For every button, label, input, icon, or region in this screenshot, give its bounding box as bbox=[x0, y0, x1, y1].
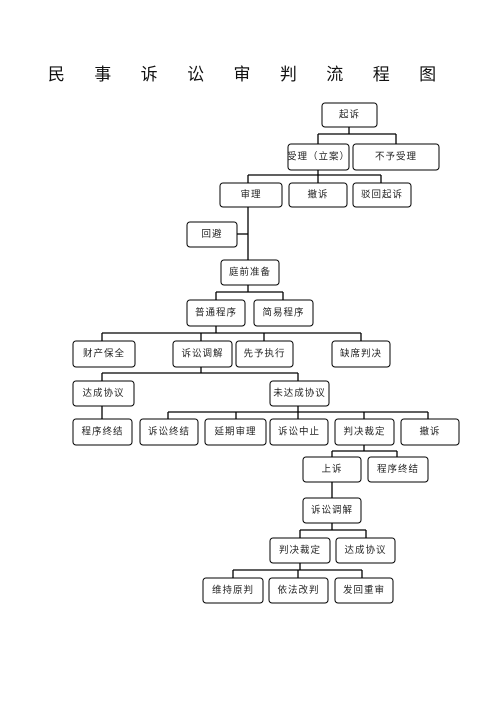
node-quexi: 缺席判决 bbox=[331, 340, 391, 368]
node-chesu-1-label: 撤诉 bbox=[307, 189, 328, 201]
node-tiaojie-2: 诉讼调解 bbox=[302, 497, 362, 524]
node-weichi-label: 维持原判 bbox=[212, 584, 254, 596]
page-title: 民 事 诉 讼 审 判 流 程 图 bbox=[47, 65, 449, 85]
node-bohuiqisu: 驳回起诉 bbox=[352, 182, 412, 208]
node-panjue-2: 判决裁定 bbox=[269, 537, 331, 564]
node-tiaojie-1-label: 诉讼调解 bbox=[181, 348, 223, 360]
node-dacheng-2: 达成协议 bbox=[335, 537, 396, 564]
node-shouli: 受理（立案） bbox=[287, 143, 350, 171]
node-zhongzhi-label: 诉讼中止 bbox=[278, 426, 320, 438]
node-panjue-1: 判决裁定 bbox=[334, 418, 395, 446]
node-chesu-2-label: 撤诉 bbox=[419, 426, 440, 438]
node-shenli: 审理 bbox=[219, 182, 283, 208]
node-yanqi-label: 延期审理 bbox=[214, 426, 256, 438]
node-xianyu-label: 先予执行 bbox=[243, 348, 285, 360]
node-qisu: 起诉 bbox=[321, 102, 378, 128]
node-zhongjie-2-label: 程序终结 bbox=[377, 463, 419, 475]
node-buyushouli-label: 不予受理 bbox=[375, 151, 417, 163]
node-yanqi: 延期审理 bbox=[204, 418, 267, 446]
node-yifa-label: 依法改判 bbox=[277, 584, 319, 596]
node-susongzhongjie: 诉讼终结 bbox=[139, 418, 199, 446]
node-tingqian: 庭前准备 bbox=[220, 259, 280, 286]
node-zhongzhi: 诉讼中止 bbox=[269, 418, 329, 446]
node-zhongjie-1-label: 程序终结 bbox=[81, 426, 123, 438]
node-fahui-label: 发回重审 bbox=[343, 584, 385, 596]
node-weichi: 维持原判 bbox=[202, 577, 264, 604]
node-tiaojie-2-label: 诉讼调解 bbox=[311, 504, 353, 516]
node-putong-label: 普通程序 bbox=[195, 307, 237, 319]
node-yifa: 依法改判 bbox=[268, 577, 329, 604]
node-jianyi-label: 简易程序 bbox=[262, 307, 304, 319]
node-weidacheng-label: 未达成协议 bbox=[273, 387, 326, 399]
node-chesu-2: 撤诉 bbox=[400, 418, 460, 446]
node-buyushouli: 不予受理 bbox=[352, 143, 440, 171]
node-weidacheng: 未达成协议 bbox=[269, 380, 330, 407]
node-dacheng-1: 达成协议 bbox=[72, 380, 135, 407]
node-xianyu: 先予执行 bbox=[235, 340, 294, 368]
connector-lines bbox=[101, 127, 429, 578]
node-dacheng-2-label: 达成协议 bbox=[344, 544, 386, 556]
node-caichan-label: 财产保全 bbox=[83, 348, 125, 360]
node-quexi-label: 缺席判决 bbox=[340, 348, 382, 360]
node-shouli-label: 受理（立案） bbox=[287, 151, 350, 163]
node-putong: 普通程序 bbox=[186, 299, 246, 327]
node-tingqian-label: 庭前准备 bbox=[229, 266, 271, 278]
node-qisu-label: 起诉 bbox=[339, 109, 360, 121]
node-zhongjie-1: 程序终结 bbox=[72, 418, 133, 446]
node-shangsu-label: 上诉 bbox=[321, 463, 342, 475]
node-zhongjie-2: 程序终结 bbox=[367, 456, 429, 483]
node-panjue-1-label: 判决裁定 bbox=[343, 426, 385, 438]
node-caichan: 财产保全 bbox=[72, 340, 136, 368]
node-panjue-2-label: 判决裁定 bbox=[279, 544, 321, 556]
node-jianyi: 简易程序 bbox=[253, 299, 314, 327]
node-chesu-1: 撤诉 bbox=[288, 182, 348, 208]
node-huibi-label: 回避 bbox=[201, 228, 222, 240]
node-fahui: 发回重审 bbox=[334, 577, 394, 604]
node-bohuiqisu-label: 驳回起诉 bbox=[361, 189, 403, 201]
node-tiaojie-1: 诉讼调解 bbox=[172, 340, 233, 368]
node-dacheng-1-label: 达成协议 bbox=[82, 387, 124, 399]
node-susongzhongjie-label: 诉讼终结 bbox=[148, 426, 190, 438]
node-shangsu: 上诉 bbox=[302, 456, 362, 483]
node-shenli-label: 审理 bbox=[240, 189, 261, 201]
node-huibi: 回避 bbox=[186, 221, 238, 248]
